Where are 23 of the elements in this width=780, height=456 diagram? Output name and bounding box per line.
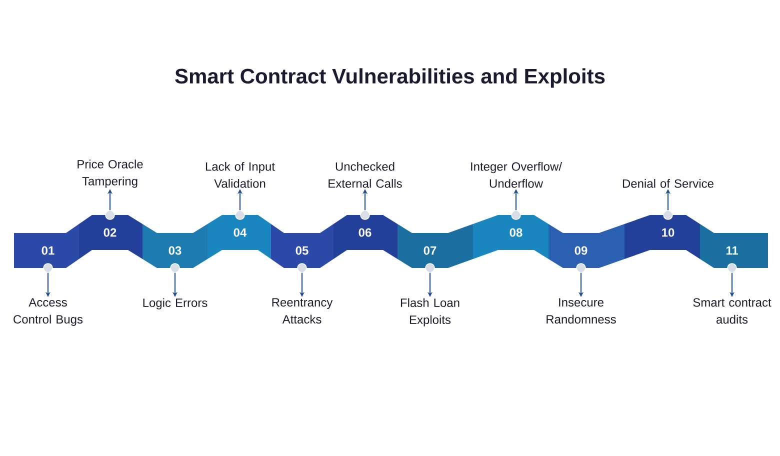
title: Smart Contract Vulnerabilities and Exploits: [175, 68, 605, 88]
ribbon-segment: 02: [79, 215, 142, 259]
ribbon-segment: 01: [14, 224, 79, 268]
ribbon-segment: 03: [142, 224, 208, 268]
step-label: Denial of Service: [622, 179, 714, 188]
ribbon-segment: 09: [548, 224, 624, 268]
ribbon-segment: 07: [398, 224, 473, 268]
ribbon-segment: 08: [473, 215, 548, 259]
ribbon-segment: 10: [624, 215, 700, 259]
ribbon-segment: 05: [271, 224, 334, 268]
step-label: Price Oracle Tampering: [78, 160, 143, 188]
ribbon-segment: 11: [700, 224, 768, 268]
step-label: Lack of Input Validation: [206, 162, 275, 188]
step-label: Integer Overflow/ Underflow: [471, 162, 562, 188]
ribbon-segment: 04: [208, 215, 271, 259]
step-label: Reentrancy Attacks: [272, 298, 333, 324]
step-label: Smart contract audits: [693, 298, 772, 324]
step-label: Logic Errors: [143, 298, 208, 310]
step-label: Flash Loan Exploits: [400, 298, 460, 326]
ribbon-segment: 06: [334, 215, 398, 259]
step-label: Unchecked External Calls: [328, 162, 402, 188]
step-label: Access Control Bugs: [14, 298, 83, 326]
step-label: Insecure Randomness: [546, 298, 616, 324]
